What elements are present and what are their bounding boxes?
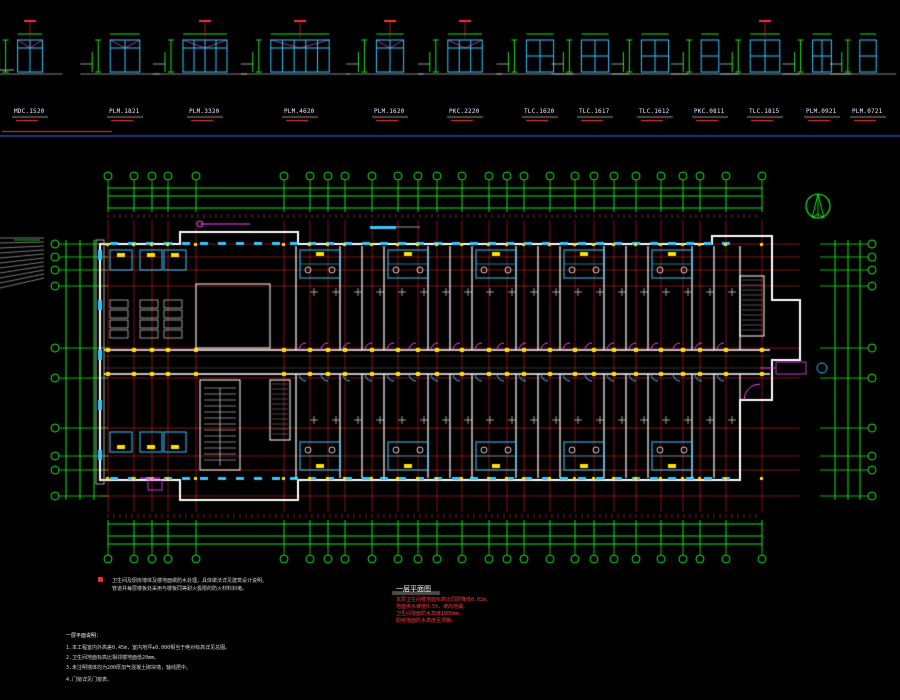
general-note-2: 2.卫生间地面标高比相邻楼地面低20mm。 [66,655,160,661]
window-code-5: PKC.2220 [449,108,480,115]
window-code-6: TLC.1620 [524,108,555,115]
plan-title: 一层平面图 [396,585,431,593]
window-code-1: PLM.1821 [109,108,140,115]
window-code-0: MDC.1520 [14,108,45,115]
general-notes-title: 一层平面说明： [66,633,102,639]
legend-line-1: 卫生间及厨房墙体及楼地面做防水处理，具体做法详见建筑设计说明。 [112,578,268,584]
window-code-7: TLC.1617 [579,108,610,115]
red-note-2: 地面排水坡度0.5%，坡向地漏。 [396,604,469,610]
window-code-9: PKC.0811 [694,108,725,115]
window-code-4: PLM.1620 [374,108,405,115]
window-code-3: PLM.4620 [284,108,315,115]
red-note-1: 本层卫生间楼地面标高比同层降低0.02m。 [396,597,492,603]
window-code-8: TLC.1612 [639,108,670,115]
legend-line-2: 管道井每层楼板处采用与楼板同等耐火极限的防火材料封堵。 [112,586,248,592]
window-code-12: PLM.0721 [852,108,883,115]
general-note-4: 4.门窗详见门窗表。 [66,677,113,683]
window-code-2: PLM.3320 [189,108,220,115]
general-note-3: 3.未注明墙体均为200厚加气混凝土砌块墙，轴线居中。 [66,665,192,671]
red-note-3: 卫生间墙面防水高度1800mm。 [396,611,465,617]
red-note-4: 厨房墙面防水高度至顶棚。 [396,618,457,624]
window-code-10: TLC.1815 [749,108,780,115]
general-note-1: 1.本工程室内外高差0.45m，室内地坪±0.000相当于绝对标高详见总图。 [66,645,231,651]
window-code-11: PLM.0921 [806,108,837,115]
